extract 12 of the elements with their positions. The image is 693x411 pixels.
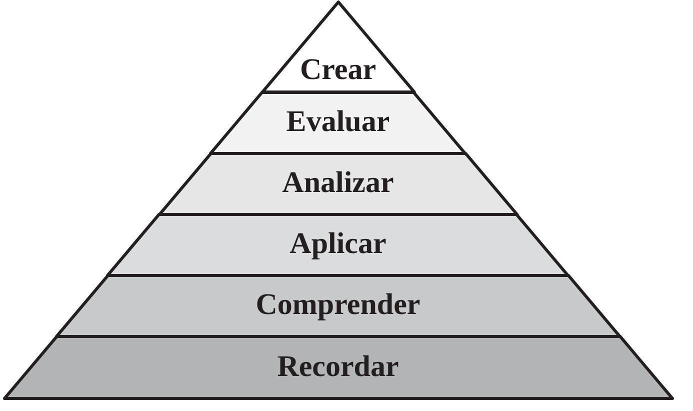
pyramid-band bbox=[105, 212, 571, 278]
level-label: Comprender bbox=[256, 289, 420, 321]
level-label: Evaluar bbox=[286, 106, 390, 138]
pyramid-band bbox=[2, 334, 674, 400]
pyramid-band bbox=[208, 90, 468, 156]
pyramid-apex bbox=[260, 0, 416, 94]
pyramid-band bbox=[156, 150, 520, 216]
level-label: Aplicar bbox=[290, 228, 386, 260]
level-label: Recordar bbox=[277, 351, 399, 383]
level-label: Crear bbox=[300, 54, 376, 86]
pyramid-band bbox=[54, 272, 622, 338]
level-label: Analizar bbox=[282, 167, 394, 199]
